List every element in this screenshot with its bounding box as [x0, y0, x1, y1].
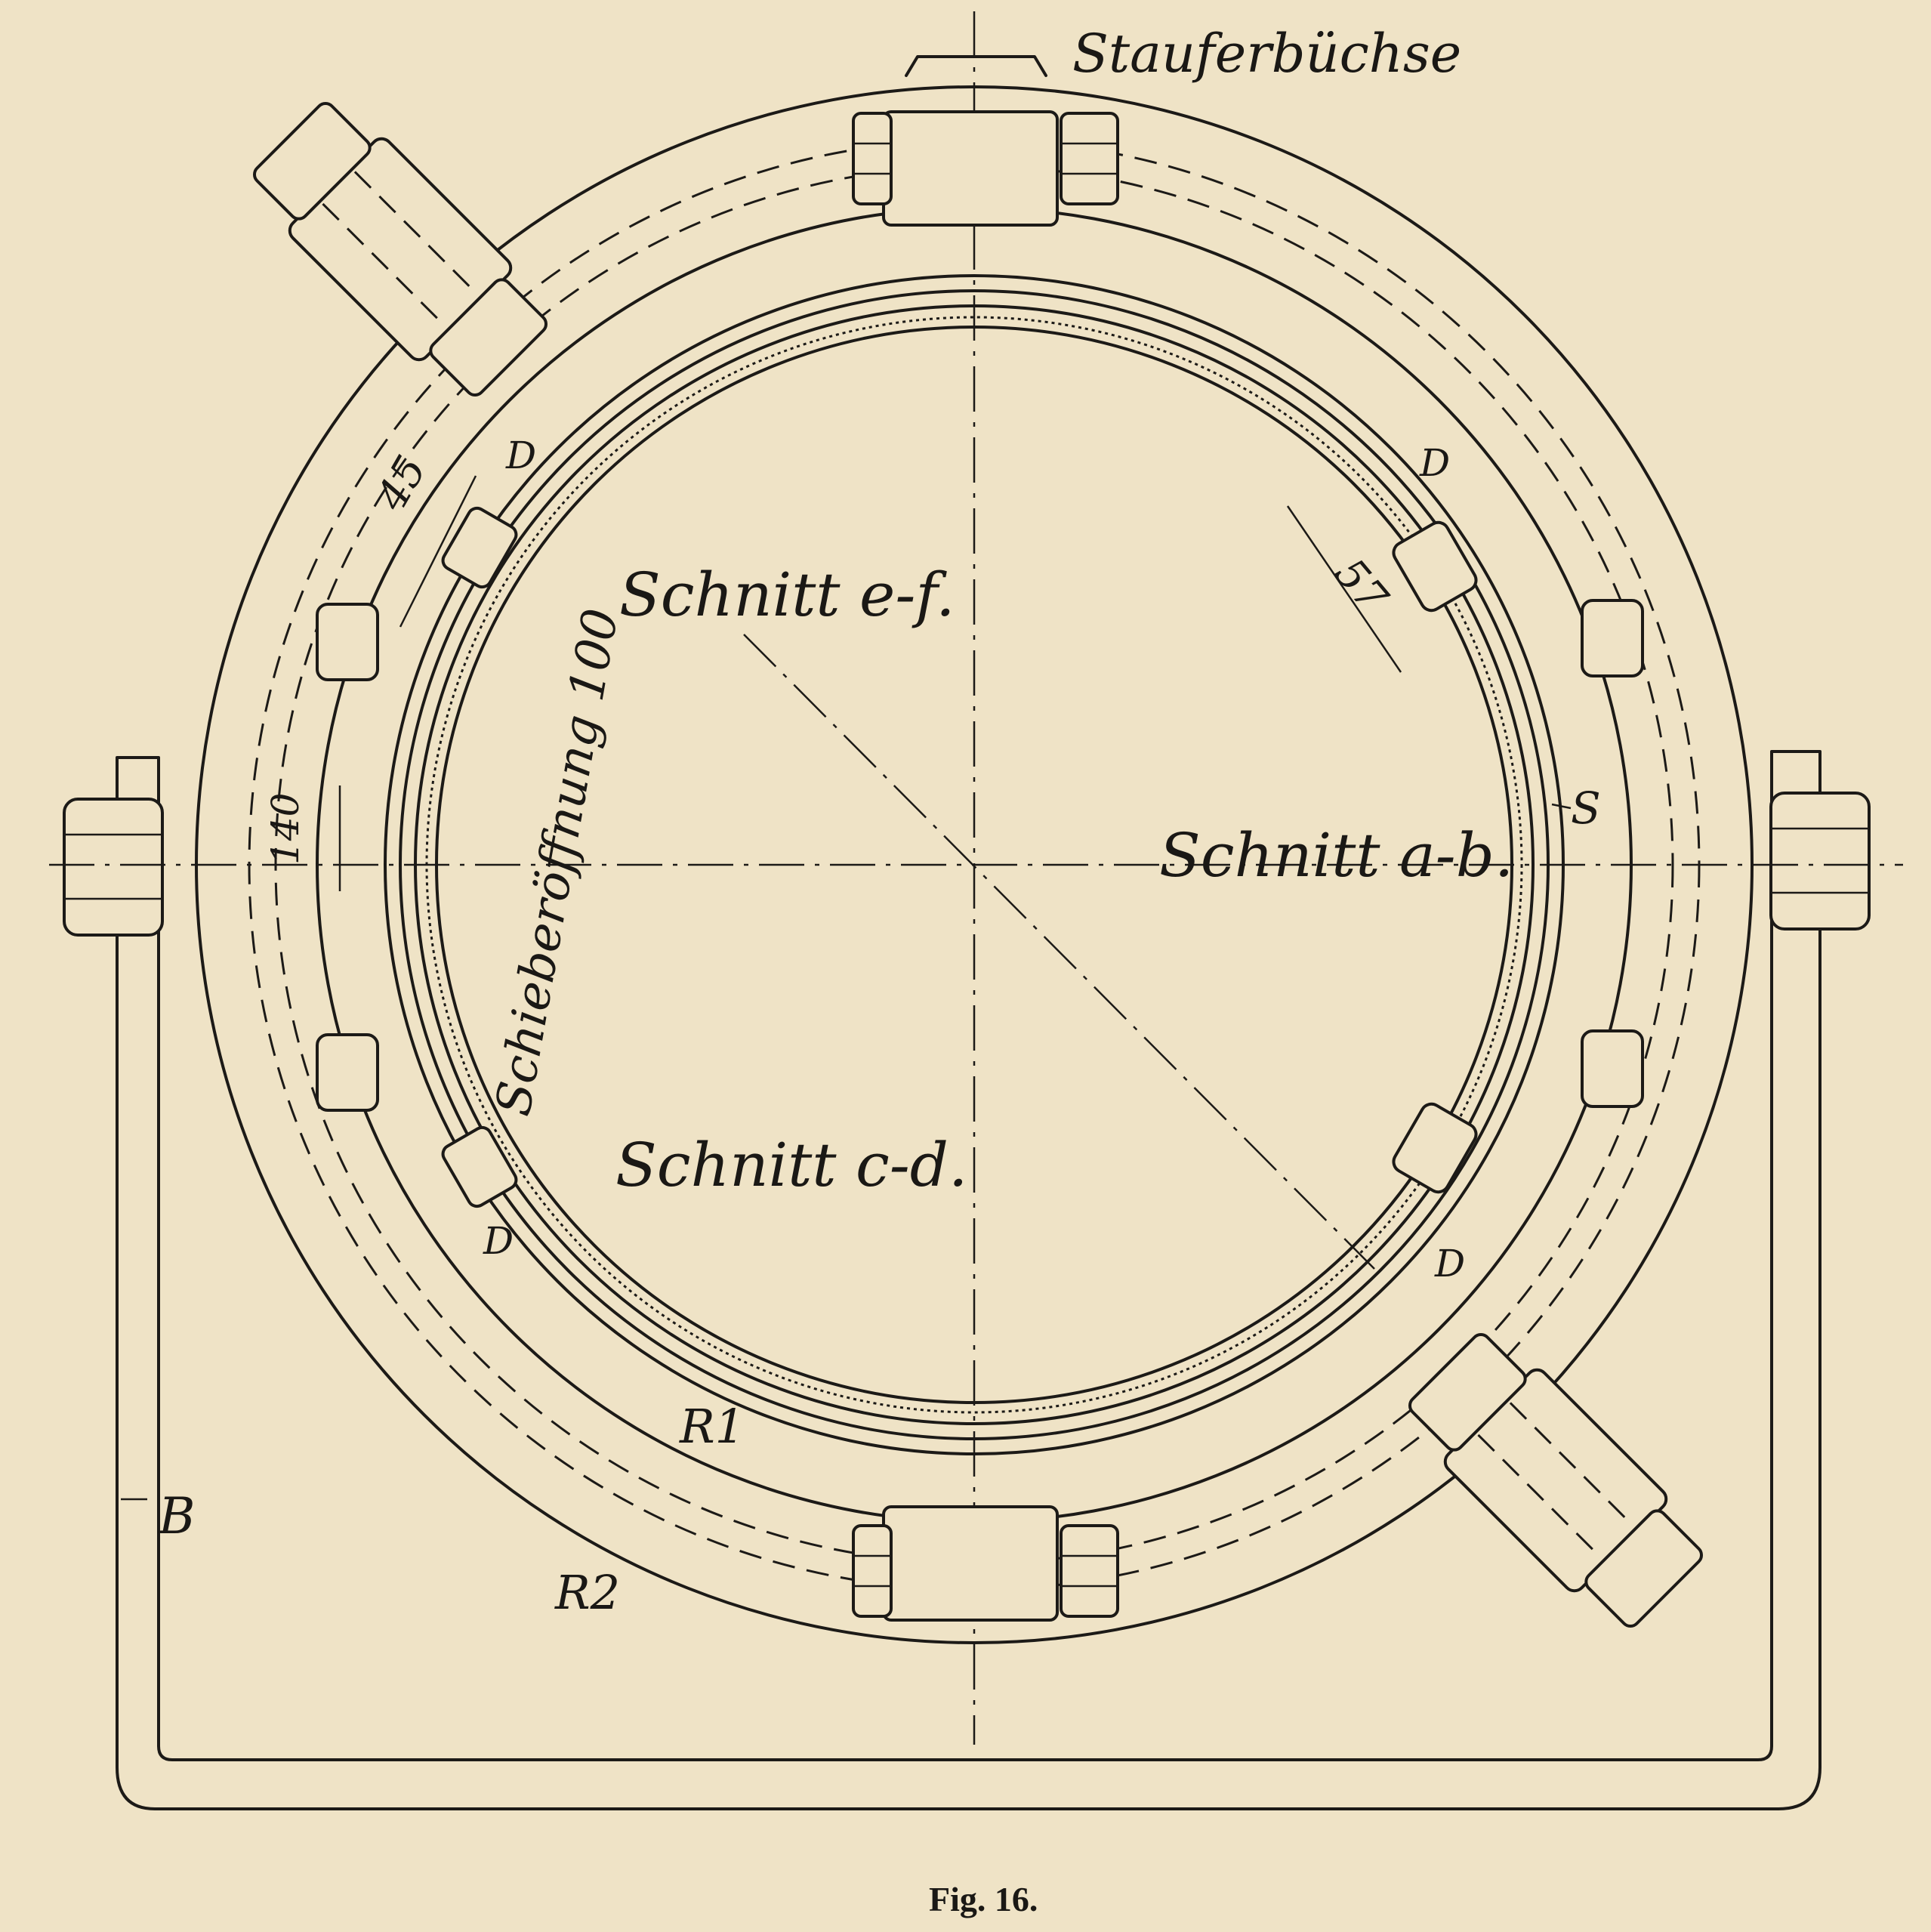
letter-s: S [1571, 782, 1601, 834]
section-ab-label: Schnitt a-b. [1159, 820, 1513, 890]
d-upper-left: D [505, 434, 536, 477]
center-lines [49, 11, 1903, 1745]
bottom-hub [852, 1505, 1119, 1622]
top-hub [852, 55, 1119, 227]
upper-left-bolt-boss [252, 101, 548, 397]
left-pivot-nut [63, 798, 164, 937]
right-pivot-nut [1769, 792, 1871, 931]
clamp-bolts [316, 506, 1644, 1208]
lower-right-bolt-boss [1408, 1332, 1704, 1628]
u-bracket [63, 750, 1871, 1810]
section-ef-label: Schnitt e-f. [619, 560, 955, 630]
dim-45: 45 [366, 448, 436, 520]
figure-caption: Fig. 16. [929, 1880, 1038, 1918]
r2-label: R2 [554, 1565, 620, 1620]
dim-140: 140 [264, 793, 307, 865]
slide-opening-label: Schieberöffnung 100 [486, 605, 630, 1120]
d-lower-right: D [1434, 1242, 1465, 1285]
leader-lines [121, 475, 1572, 1501]
grease-cup-label: Stauferbüchse [1072, 23, 1461, 85]
d-upper-right: D [1419, 441, 1450, 485]
r1-label: R1 [679, 1399, 745, 1454]
letter-b: B [158, 1487, 196, 1545]
d-lower-left: D [483, 1219, 514, 1263]
section-cd-label: Schnitt c-d. [615, 1130, 967, 1200]
dim-57: 57 [1325, 549, 1397, 622]
